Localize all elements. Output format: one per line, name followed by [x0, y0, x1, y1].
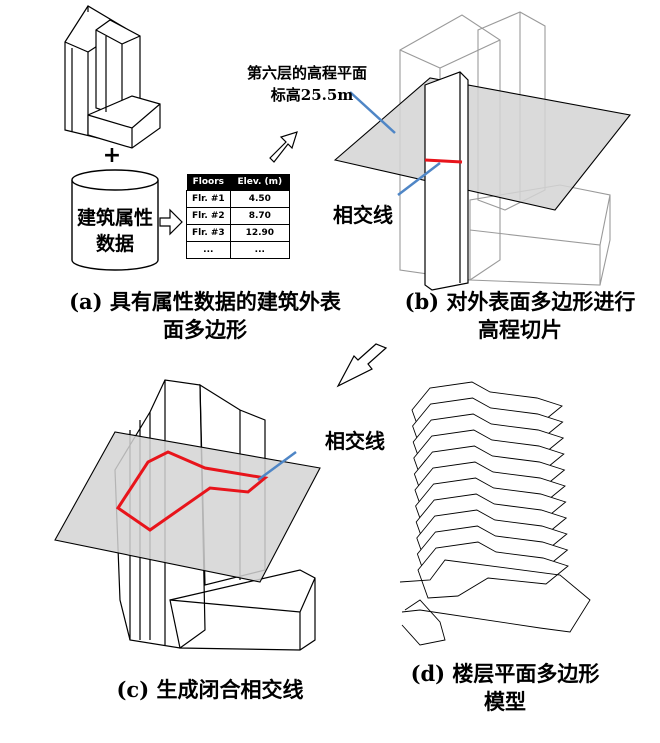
- database-cylinder-icon: [71, 169, 159, 271]
- floor-plan-polygon: [417, 541, 569, 599]
- plane-label-line1: 第六层的高程平面: [247, 64, 367, 82]
- table-cell: Flr. #1: [186, 190, 231, 208]
- caption-c: (c) 生成闭合相交线: [90, 676, 330, 704]
- elevation-plane-c: [54, 431, 321, 583]
- arrow-down-left-icon: [336, 343, 388, 388]
- elevation-plane: [333, 77, 631, 211]
- cylinder-label-line2: 数据: [95, 233, 134, 255]
- cylinder-label-line1: 建筑属性: [76, 207, 153, 229]
- floor-plan-stack: [411, 381, 569, 599]
- caption-d-line2: 模型: [484, 689, 526, 714]
- table-cell: 12.90: [229, 224, 291, 242]
- intersection-line-b: [424, 158, 463, 164]
- table-cell: 4.50: [229, 190, 291, 208]
- table-header-elev: Elev. (m): [230, 174, 290, 191]
- caption-a-line2: 面多边形: [163, 317, 247, 342]
- cylinder-label: 建筑属性 数据: [70, 205, 160, 257]
- caption-b-line2: 高程切片: [478, 317, 562, 342]
- intersection-polygon-c: [115, 450, 269, 532]
- arrow-right-icon: [159, 208, 183, 236]
- plus-sign: +: [103, 143, 121, 168]
- table-row: Flr. #2 8.70: [186, 207, 291, 225]
- floor-elevation-table: Floors Elev. (m) Flr. #1 4.50 Flr. #2 8.…: [186, 174, 291, 259]
- caption-d-line1: (d) 楼层平面多边形: [410, 661, 600, 686]
- caption-b-line1: (b) 对外表面多边形进行: [404, 289, 636, 314]
- table-header-floors: Floors: [186, 174, 231, 191]
- leader-line-plane: [349, 91, 396, 134]
- table-row: Flr. #1 4.50: [186, 190, 291, 208]
- table-cell: Flr. #3: [186, 224, 231, 242]
- leader-line-b: [397, 162, 441, 196]
- intersection-label-b: 相交线: [333, 203, 393, 227]
- caption-a: (a) 具有属性数据的建筑外表 面多边形: [40, 288, 370, 344]
- caption-a-line1: (a) 具有属性数据的建筑外表: [69, 289, 341, 314]
- base-floor-outline: [399, 559, 591, 646]
- caption-d: (d) 楼层平面多边形 模型: [390, 660, 620, 716]
- panel-a-building-model: [64, 5, 161, 149]
- caption-b: (b) 对外表面多边形进行 高程切片: [385, 288, 655, 344]
- table-cell: Flr. #2: [186, 207, 231, 225]
- panel-b-front-tower: [424, 71, 469, 291]
- table-row: ... ...: [186, 241, 291, 259]
- arrow-up-right-icon: [269, 131, 298, 163]
- plane-label-line2: 标高25.5m: [270, 86, 354, 104]
- table-row: Flr. #3 12.90: [186, 224, 291, 242]
- table-cell: ...: [186, 241, 231, 259]
- intersection-label-c: 相交线: [325, 429, 385, 453]
- table-cell: ...: [229, 241, 291, 259]
- caption-c-line1: (c) 生成闭合相交线: [116, 677, 304, 702]
- leader-line-c: [257, 450, 297, 482]
- table-cell: 8.70: [229, 207, 291, 225]
